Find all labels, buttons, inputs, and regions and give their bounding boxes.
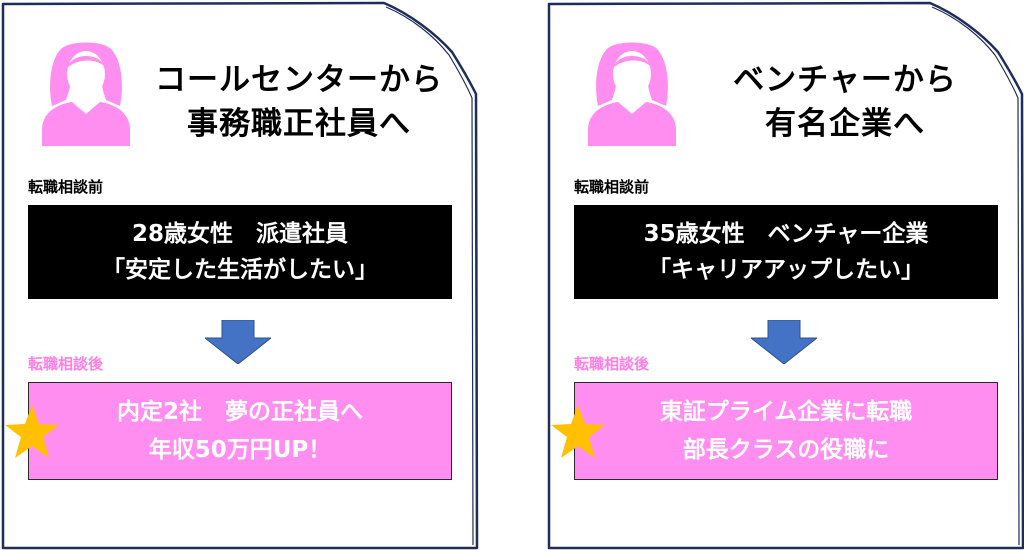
after-line-1: 東証プライム企業に転職 <box>659 399 913 425</box>
down-arrow-icon <box>205 320 271 364</box>
title-line-1: ベンチャーから <box>733 62 957 98</box>
before-line-2: 「キャリアアップしたい」 <box>648 257 924 283</box>
case-card-venture: ベンチャーから 有名企業へ 転職相談前 35歳女性 ベンチャー企業 「キャリアア… <box>546 0 1024 550</box>
after-consultation-box: 東証プライム企業に転職 部長クラスの役職に <box>574 382 998 480</box>
case-title: ベンチャーから 有名企業へ <box>680 58 1010 146</box>
title-line-1: コールセンターから <box>155 62 443 98</box>
title-line-2: 有名企業へ <box>765 106 925 142</box>
before-consultation-box: 35歳女性 ベンチャー企業 「キャリアアップしたい」 <box>574 205 998 299</box>
case-title: コールセンターから 事務職正社員へ <box>134 58 464 146</box>
down-arrow-icon <box>751 320 817 364</box>
after-consultation-box: 内定2社 夢の正社員へ 年収50万円UP！ <box>28 382 452 480</box>
after-consultation-label: 転職相談後 <box>574 355 650 373</box>
before-consultation-box: 28歳女性 派遣社員 「安定した生活がしたい」 <box>28 205 452 299</box>
before-consultation-label: 転職相談前 <box>574 178 650 196</box>
case-card-call-center: コールセンターから 事務職正社員へ 転職相談前 28歳女性 派遣社員 「安定した… <box>0 0 480 550</box>
title-line-2: 事務職正社員へ <box>187 106 411 142</box>
star-icon <box>5 405 59 458</box>
before-line-1: 28歳女性 派遣社員 <box>131 221 348 247</box>
before-line-2: 「安定した生活がしたい」 <box>102 257 378 283</box>
star-icon <box>551 405 605 458</box>
woman-avatar-icon <box>588 42 676 146</box>
woman-avatar-icon <box>42 42 130 146</box>
before-line-1: 35歳女性 ベンチャー企業 <box>643 221 929 247</box>
after-line-2: 年収50万円UP！ <box>148 437 332 463</box>
before-consultation-label: 転職相談前 <box>28 178 104 196</box>
after-line-1: 内定2社 夢の正社員へ <box>116 399 363 425</box>
after-line-2: 部長クラスの役職に <box>682 437 890 463</box>
after-consultation-label: 転職相談後 <box>28 355 104 373</box>
